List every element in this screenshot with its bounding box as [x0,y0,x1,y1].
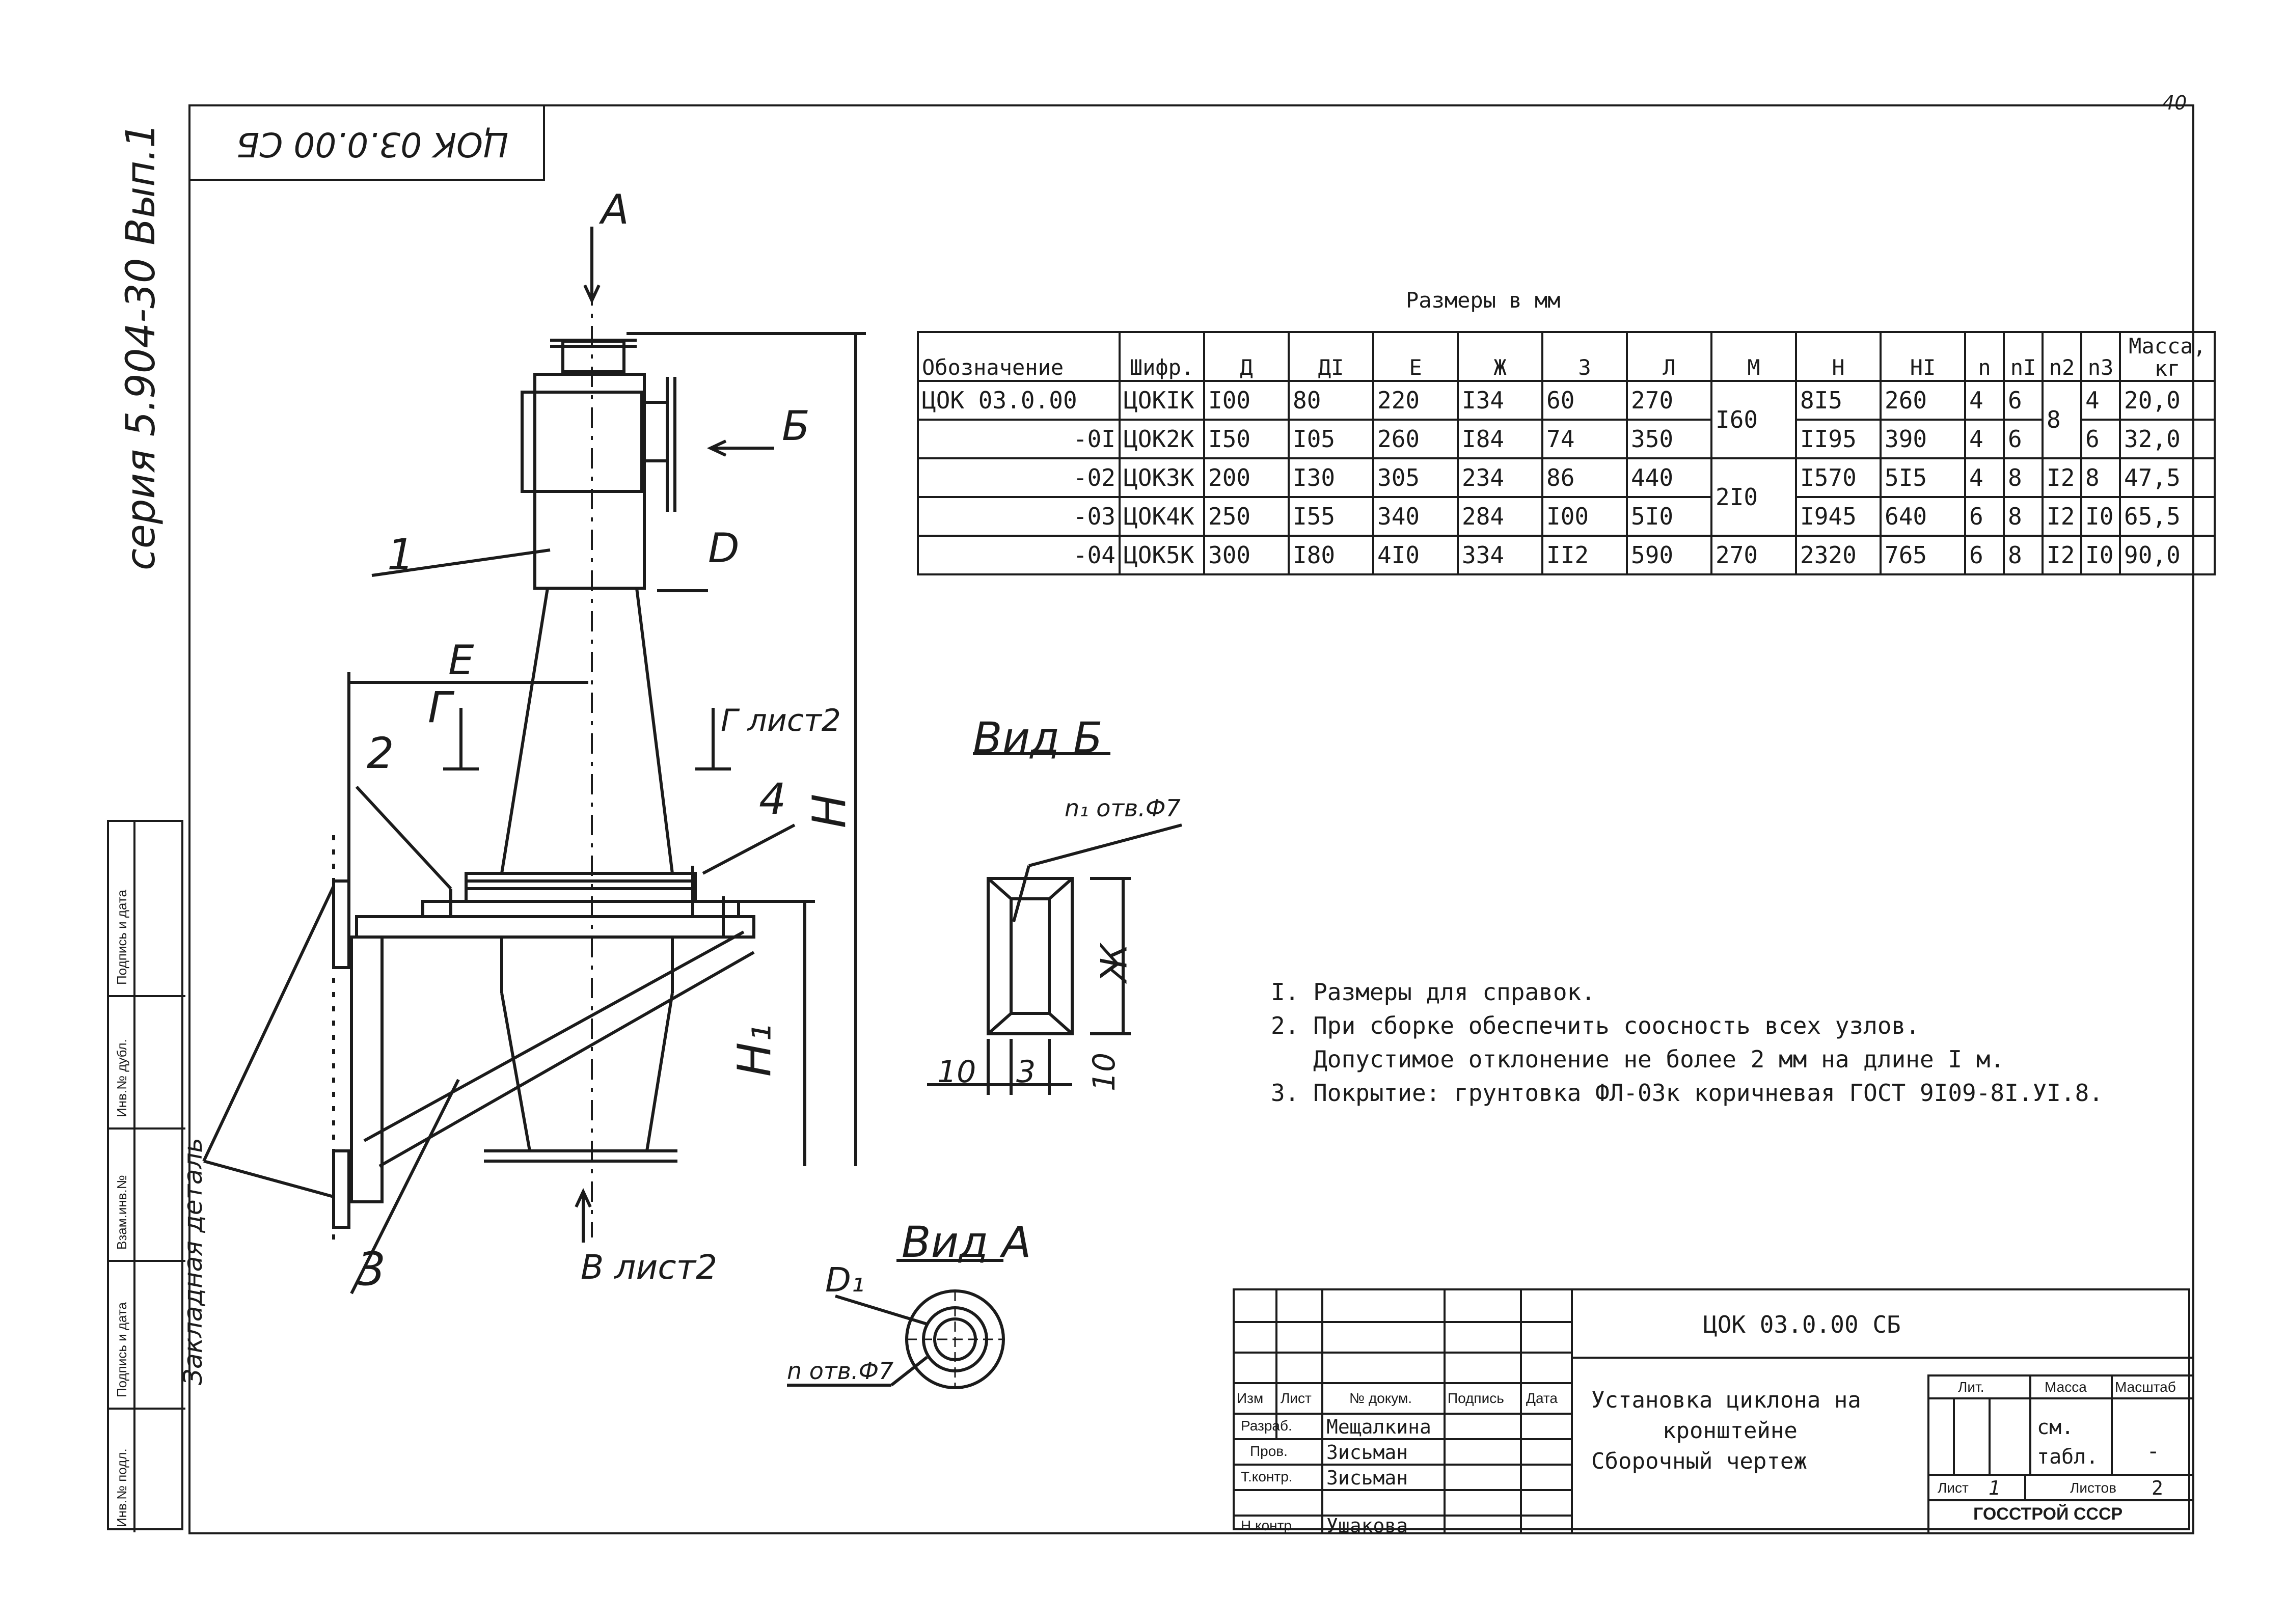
tb-name-dev: Мещалкина [1326,1416,1431,1438]
tb-role-check: Пров. [1250,1443,1288,1459]
part-4-label: 4 [759,774,786,824]
dimensions-table: Обозначение Шифр. Д ДI Е Ж З Л М Н НI n … [917,331,2216,575]
view-b-holes: n₁ отв.Ф7 [1065,794,1181,822]
tb-role-ncontrol: Н.контр. [1241,1518,1296,1533]
tb-col-list: Лист [1281,1390,1312,1406]
tb-scale-value: - [2146,1438,2160,1464]
dim-d-label: D [708,525,740,572]
col-code: Шифр. [1119,331,1205,382]
view-a-title: Вид А [902,1217,1031,1267]
col-h: Н [1795,331,1882,382]
tb-sheet-label: Лист [1938,1480,1969,1496]
dim-h-label: H [803,793,857,829]
col-n2: n2 [2042,331,2082,382]
table-row: -02 ЦОК3К 200 I30 305 234 86 440 2I0 I57… [917,457,2216,537]
view-b-dim-3: 3 [1016,1054,1036,1090]
note-1: I. Размеры для справок. [1271,978,1595,1006]
tb-role-tcontrol: Т.контр. [1241,1469,1293,1484]
tb-sheets-label: Листов [2070,1480,2116,1496]
col-designation: Обозначение [917,331,1121,382]
embedded-part-label: Закладная деталь [178,1138,208,1385]
side-stamp: Подпись и дата Инв.№ дубл. Взам.инв.№ По… [107,820,185,1532]
table-row: -0I ЦОК2К I50 I05 260 I84 74 350 II95 39… [917,419,2216,459]
tb-title-3: Сборочный чертеж [1591,1448,1807,1474]
col-m: М [1710,331,1797,382]
table-row: ЦОК 03.0.00 ЦОКIК I00 80 220 I34 60 270 … [917,380,2216,459]
sheet-frame [188,104,2194,1534]
part-2-label: 2 [367,728,394,778]
tb-mass-value: см. табл. [2037,1416,2099,1469]
tb-name-ncontrol: Ушакова [1326,1515,1408,1537]
note-3: 3. Покрытие: грунтовка ФЛ-03к коричневая… [1271,1079,2103,1107]
view-b-dim-zh: Ж [1093,944,1135,982]
col-e: Е [1372,331,1459,382]
title-block: Изм Лист № докум. Подпись Дата Разраб. М… [1233,1288,2192,1537]
tb-title-2: кронштейне [1663,1418,1798,1444]
section-g-sheet2-label: Г лист2 [721,703,841,738]
tb-col-date: Дата [1526,1390,1558,1406]
tb-name-tcontrol: Зисьман [1326,1467,1408,1489]
tb-mass-label: Масса [2045,1379,2087,1395]
col-l: Л [1626,331,1712,382]
col-n: n [1964,331,2005,382]
tb-col-sign: Подпись [1448,1390,1504,1406]
col-n1: nI [2003,331,2044,382]
view-b-dim-10a: 10 [937,1054,976,1090]
tb-scale-label: Масштаб [2115,1379,2176,1395]
part-3-label: 3 [357,1243,386,1296]
tb-organization: ГОССТРОЙ СССР [1973,1504,2123,1524]
note-2: 2. При сборке обеспечить соосность всех … [1271,1012,1920,1039]
view-v-sheet2-label: В лист2 [581,1248,718,1287]
arrow-a-label: А [601,186,629,233]
tb-sheets-value: 2 [2152,1477,2163,1499]
page-number: 40 [2162,92,2187,114]
section-g-label: Г [428,682,452,732]
table-header-row: Обозначение Шифр. Д ДI Е Ж З Л М Н НI n … [917,331,2216,382]
tb-doc-code: ЦОК 03.0.00 СБ [1703,1311,1901,1338]
tb-name-check: Зисьман [1326,1441,1408,1464]
tb-title-1: Установка циклона на [1591,1387,1861,1413]
tb-role-dev: Разраб. [1241,1418,1292,1434]
notes: I. Размеры для справок. 2. При сборке об… [1271,975,2103,1110]
view-a-holes: n отв.Ф7 [787,1357,894,1385]
tb-col-izm: Изм [1237,1390,1264,1406]
view-b-dim-10b: 10 [1086,1052,1123,1092]
arrow-b-label: Б [782,402,810,450]
view-a-dim-d1: D₁ [825,1260,865,1300]
col-d: Д [1203,331,1290,382]
col-mass: Масса, кг [2119,331,2216,382]
view-b-title: Вид Б [973,713,1103,763]
col-zh: Ж [1457,331,1543,382]
col-d1: ДI [1288,331,1374,382]
tb-sheet-value: 1 [1989,1477,2001,1499]
col-n3: n3 [2080,331,2121,382]
dimensions-caption: Размеры в мм [1406,288,1561,313]
dim-h1-label: H₁ [728,1024,782,1077]
col-z: З [1541,331,1628,382]
dim-e-label: E [448,637,474,684]
col-h1: НI [1880,331,1966,382]
part-1-label: 1 [387,530,415,580]
table-row: -03 ЦОК4К 250 I55 340 284 I00 5I0 I945 6… [917,496,2216,537]
tb-col-doc: № докум. [1349,1390,1412,1406]
corner-code-box: ЦОК 03.0.00 СБ [188,104,545,181]
table-row: -04 ЦОК5К 300 I80 4I0 334 II2 590 270 23… [917,535,2216,575]
tb-lit-label: Лит. [1958,1379,1984,1395]
note-2-cont: Допустимое отклонение не более 2 мм на д… [1271,1045,2005,1073]
